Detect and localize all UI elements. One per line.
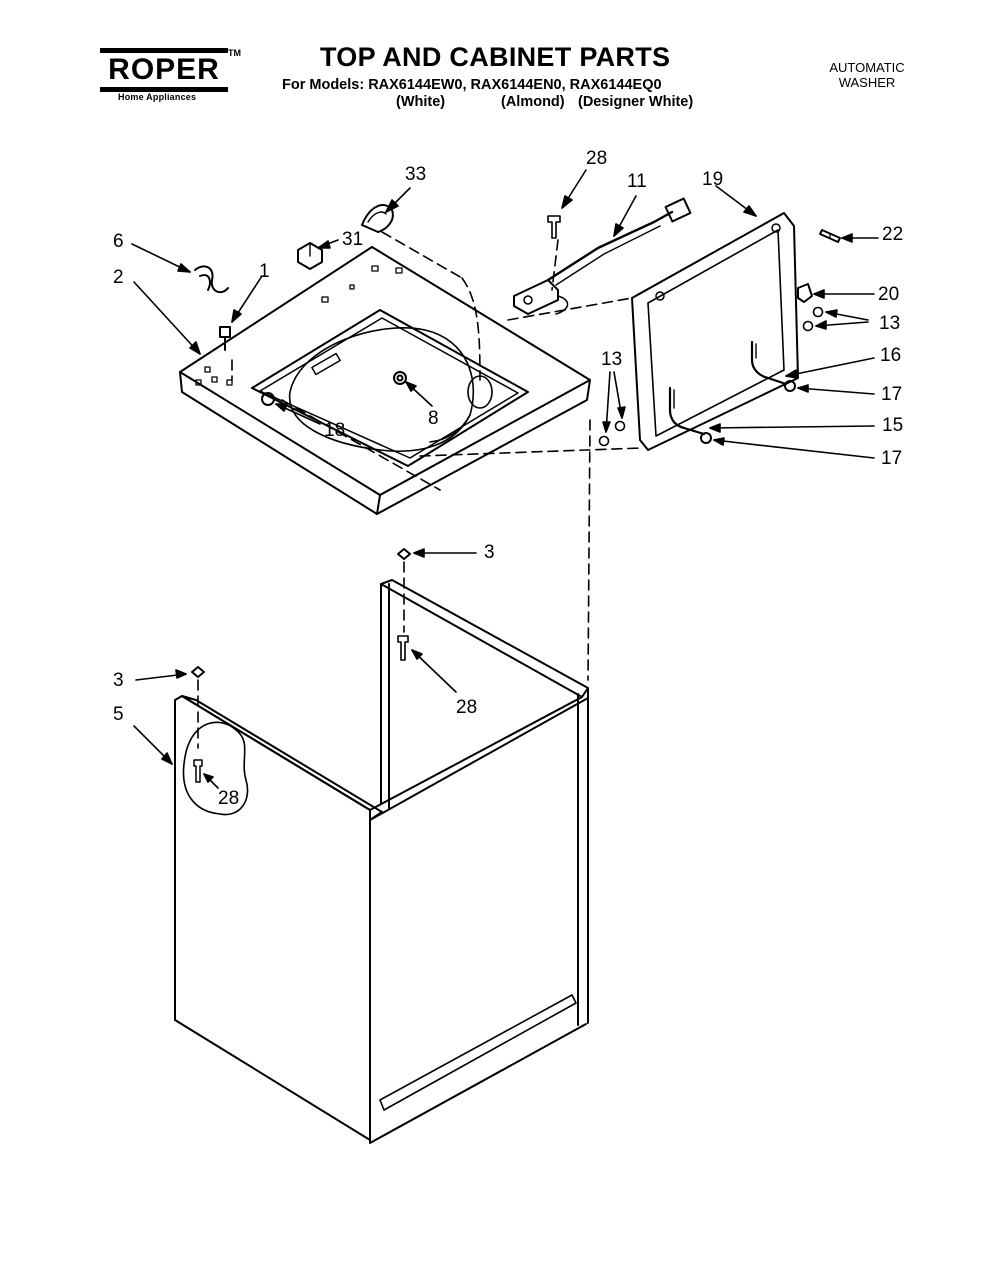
- screws-13-mid: [598, 420, 626, 447]
- hinge-screw-1: [219, 326, 231, 351]
- cover-33: [361, 204, 394, 233]
- callout-22: 22: [882, 224, 904, 245]
- block-31: [297, 242, 323, 270]
- hinge-16: [750, 340, 788, 386]
- variant-designer-white: (Designer White): [578, 94, 694, 110]
- roper-logo: ROPER TM Home Appliances: [100, 40, 241, 102]
- lid-19: [631, 212, 799, 451]
- pin-22: [819, 229, 841, 243]
- screw-28-mid: [397, 635, 409, 661]
- callout-17-lower: 17: [881, 448, 903, 469]
- callout-28-top: 28: [586, 148, 608, 169]
- models-line: For Models: RAX6144EW0, RAX6144EN0, RAX6…: [282, 77, 662, 93]
- callout-19: 19: [702, 169, 724, 190]
- callout-11: 11: [627, 171, 647, 192]
- callout-8: 8: [428, 408, 439, 429]
- callout-31: 31: [342, 229, 364, 250]
- callout-28-left: 28: [218, 788, 240, 809]
- callout-15: 15: [882, 415, 904, 436]
- callout-17-upper: 17: [881, 384, 903, 405]
- callout-18: 18: [324, 420, 346, 441]
- callout-5: 5: [113, 704, 124, 725]
- product-type: AUTOMATIC WASHER: [812, 60, 922, 90]
- callout-3-left: 3: [113, 670, 124, 691]
- product-type-line-2: WASHER: [838, 75, 896, 90]
- leader-lines: [131, 169, 879, 789]
- callout-1: 1: [259, 261, 270, 282]
- cabinet-5: [174, 579, 589, 1144]
- lid-switch-11: [513, 197, 692, 315]
- callout-20: 20: [878, 284, 900, 305]
- washer-top: [179, 246, 591, 515]
- product-type-line-1: AUTOMATIC: [829, 60, 905, 75]
- clips-3: [191, 548, 411, 678]
- screw-28-top: [547, 215, 561, 239]
- callout-28-mid: 28: [456, 697, 478, 718]
- variant-white: (White): [396, 94, 446, 110]
- callout-33: 33: [405, 164, 427, 185]
- bushings-17: [700, 380, 796, 444]
- callout-13-mid: 13: [601, 349, 623, 370]
- variant-almond: (Almond): [501, 94, 565, 110]
- alignment-lines: [197, 231, 643, 749]
- callout-13-right: 13: [879, 313, 901, 334]
- callout-2: 2: [113, 267, 124, 288]
- screws-13-right: [802, 306, 824, 332]
- callout-3-right: 3: [484, 542, 495, 563]
- logo-trademark: TM: [228, 48, 241, 58]
- callout-16: 16: [880, 345, 902, 366]
- page-title: TOP AND CABINET PARTS: [320, 42, 671, 72]
- clip-6: [194, 265, 229, 294]
- logo-brand-text: ROPER: [100, 48, 228, 92]
- callout-6: 6: [113, 231, 124, 252]
- hinge-15: [668, 386, 706, 436]
- logo-subtitle: Home Appliances: [118, 92, 197, 102]
- bumper-20: [797, 283, 813, 303]
